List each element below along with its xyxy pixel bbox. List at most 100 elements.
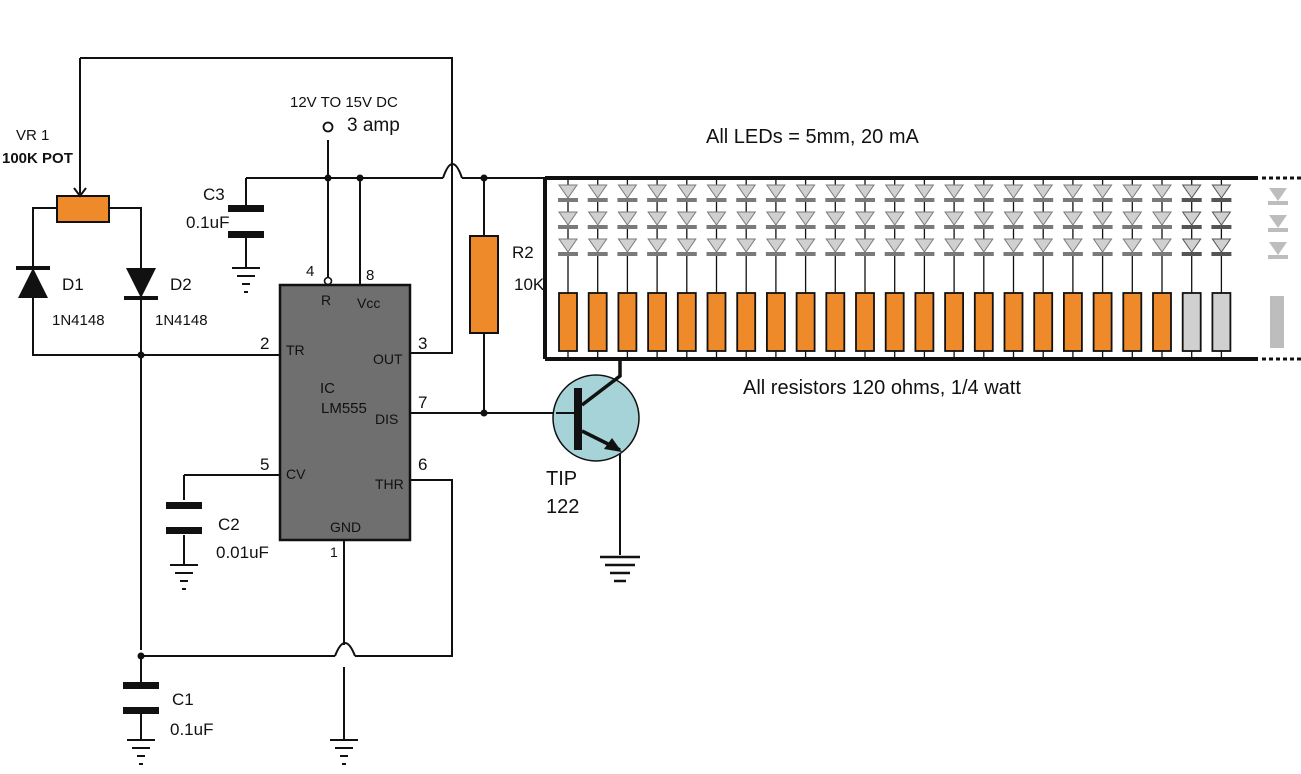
led-diode-bar <box>587 252 608 256</box>
led-strings <box>558 178 1232 359</box>
led-diode <box>1152 238 1172 253</box>
led-resistor <box>973 292 994 352</box>
led-diode-bar <box>944 252 965 256</box>
led-diode <box>1033 238 1054 253</box>
led-diode-bar <box>1033 198 1054 202</box>
led-resistor <box>587 292 608 352</box>
led-diode-bar <box>1181 198 1202 202</box>
led-diode <box>1003 211 1024 226</box>
ground-symbol-c2 <box>170 564 198 590</box>
led-string <box>1062 178 1083 359</box>
pin-label-vcc: Vcc <box>357 295 380 311</box>
ground-symbol-c1 <box>127 739 155 765</box>
led-diode-bar <box>855 252 875 256</box>
led-diode <box>1181 184 1202 199</box>
transistor-tip122: TIP 122 <box>546 360 640 518</box>
led-diode-bar <box>706 198 727 202</box>
led-diode-bar <box>884 252 905 256</box>
led-string <box>1181 178 1202 359</box>
diode-d2: D2 1N4148 <box>124 268 208 329</box>
led-diode <box>706 238 727 253</box>
led-resistor <box>1211 292 1232 352</box>
led-diode-bar <box>795 252 816 256</box>
pin-number-7: 7 <box>418 393 427 412</box>
led-resistor <box>558 292 578 352</box>
ground-symbol-transistor <box>600 555 640 583</box>
pin-number-2: 2 <box>260 334 269 353</box>
led-diode-bar <box>558 252 578 256</box>
led-diode <box>558 211 578 226</box>
led-diode <box>1152 184 1172 199</box>
led-diode-bar <box>884 225 905 229</box>
junction-dots <box>137 174 488 660</box>
pin-label-gnd: GND <box>330 519 361 535</box>
pin-number-6: 6 <box>418 455 427 474</box>
led-diode-bar <box>1122 252 1143 256</box>
led-string <box>855 178 875 359</box>
led-diode <box>795 184 816 199</box>
led-diode <box>676 184 697 199</box>
led-diode-bar <box>617 225 638 229</box>
supply-terminal: 12V TO 15V DC 3 amp <box>290 94 400 136</box>
led-diode <box>825 211 846 226</box>
led-diode <box>1003 184 1024 199</box>
led-resistor <box>617 292 638 352</box>
led-diode-bar <box>1181 225 1202 229</box>
led-diode-bar <box>617 252 638 256</box>
diode-d1: D1 1N4148 <box>16 266 105 329</box>
led-diode <box>914 184 935 199</box>
led-diode <box>1181 211 1202 226</box>
led-diode <box>973 184 994 199</box>
ic-lm555: IC LM555 R Vcc TR OUT DIS CV THR GND 4 8… <box>260 263 427 560</box>
led-resistor <box>944 292 964 352</box>
led-string <box>1033 178 1054 359</box>
d2-part: 1N4148 <box>155 312 208 329</box>
led-diode-bar <box>1003 225 1024 229</box>
led-resistor <box>1122 292 1143 352</box>
led-diode <box>1033 211 1054 226</box>
led-resistor <box>795 292 816 352</box>
led-diode <box>1122 238 1143 253</box>
led-diode <box>914 238 935 253</box>
led-string <box>884 178 905 359</box>
led-note: All LEDs = 5mm, 20 mA <box>706 126 920 148</box>
led-diode <box>944 211 965 226</box>
led-diode-bar <box>1211 198 1232 202</box>
r2-ref: R2 <box>512 243 534 262</box>
pot-ref: VR 1 <box>16 127 49 144</box>
led-diode <box>1033 184 1054 199</box>
led-diode <box>706 184 727 199</box>
wires <box>32 57 621 740</box>
led-string <box>914 178 935 359</box>
crossover-jumps <box>334 163 463 657</box>
led-string <box>944 178 965 359</box>
led-diode <box>973 211 994 226</box>
pin-label-dis: DIS <box>375 411 398 427</box>
led-diode-bar <box>647 252 668 256</box>
led-diode-bar <box>825 225 846 229</box>
led-diode-bar <box>676 198 697 202</box>
led-diode-bar <box>558 198 578 202</box>
led-diode <box>587 184 608 199</box>
led-diode-faded-bar <box>1268 201 1288 205</box>
led-diode-bar <box>1003 198 1024 202</box>
c1-value: 0.1uF <box>170 720 213 739</box>
led-diode-bar <box>973 225 994 229</box>
led-diode-bar <box>795 225 816 229</box>
led-diode-bar <box>736 252 757 256</box>
led-diode-bar <box>795 198 816 202</box>
led-diode-bar <box>1062 198 1083 202</box>
c2-value: 0.01uF <box>216 543 269 562</box>
led-diode <box>617 238 638 253</box>
led-resistor <box>706 292 727 352</box>
led-string <box>1003 178 1024 359</box>
led-resistor <box>914 292 935 352</box>
led-diode <box>647 184 668 199</box>
led-diode <box>587 238 608 253</box>
capacitor-c3: C3 0.1uF <box>186 185 264 238</box>
led-resistor <box>736 292 757 352</box>
led-diode <box>736 211 757 226</box>
led-diode-bar <box>973 198 994 202</box>
led-diode-bar <box>1092 198 1113 202</box>
transistor-part-line1: TIP <box>546 468 577 490</box>
